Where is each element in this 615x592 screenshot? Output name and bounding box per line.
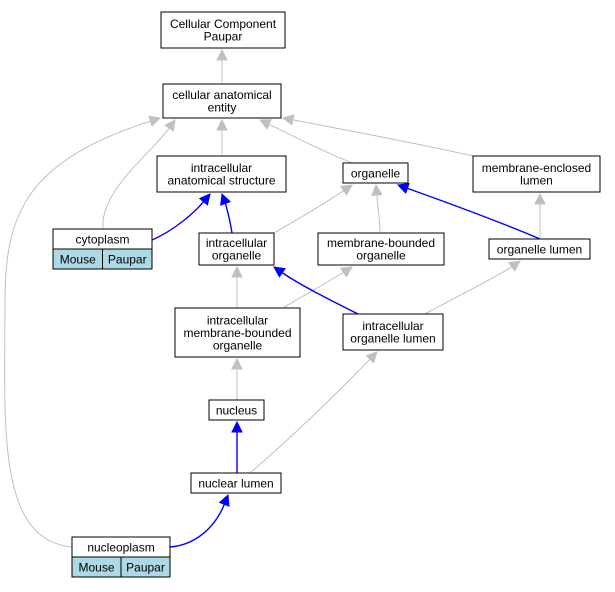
node-nucleus[interactable]: nucleus (208, 399, 265, 421)
node-mbo-box (317, 232, 445, 266)
node-io-box (198, 232, 275, 266)
node-cytoplasm-tag-0: Mouse (60, 252, 96, 266)
edge-nucleoplasm-to-cae (4, 120, 152, 548)
edge-cytoplasm-to-ias (151, 200, 205, 241)
edge-mbo-to-organelle (376, 193, 381, 234)
node-ias-box (156, 155, 287, 193)
arrowhead-nucleoplasm-to-cae (148, 115, 162, 127)
node-mel-label-line-1: lumen (520, 174, 553, 188)
node-ias-label-line-0: intracellular (191, 161, 252, 175)
node-cae-label-line-1: entity (208, 101, 237, 115)
node-mel-label-line-0: membrane-enclosed (482, 161, 591, 175)
node-organelle[interactable]: organelle (342, 162, 409, 184)
edge-nucleoplasm-to-nl (169, 503, 226, 548)
arrowhead-mel-to-cae (281, 114, 295, 126)
edge-organelle-to-cae (267, 123, 353, 164)
node-imbo-label-line-1: membrane-bounded (183, 326, 291, 340)
node-cae-label-line-0: cellular anatomical (172, 88, 271, 102)
arrowhead-io-to-organelle (340, 184, 353, 196)
node-cytoplasm-tag-1: Paupar (108, 252, 147, 266)
arrowhead-nl-to-iol (365, 351, 378, 364)
edge-cytoplasm-to-cae (102, 127, 171, 230)
node-nucleoplasm-tag-0: Mouse (78, 560, 114, 574)
edge-iol-to-ol (424, 265, 513, 315)
node-nucleus-box (208, 399, 265, 421)
node-ias-label-line-1: anatomical structure (167, 174, 275, 188)
arrowhead-mbo-to-organelle (371, 183, 383, 196)
node-nl-box (190, 472, 282, 494)
node-io-label-line-1: organelle (212, 249, 262, 263)
node-iol-label-line-0: intracellular (362, 319, 423, 333)
node-nucleoplasm-tag-1: Paupar (126, 560, 165, 574)
node-nucleus-label-line-0: nucleus (216, 403, 257, 417)
arrowhead-nl-to-nucleus (231, 420, 243, 433)
node-ol-label-line-0: organelle lumen (497, 242, 582, 256)
node-root-label-line-0: Cellular Component (170, 17, 277, 31)
edge-imbo-to-mbo (282, 271, 345, 309)
node-iol-label-line-1: organelle lumen (350, 332, 435, 346)
arrowhead-cae-to-root (216, 48, 228, 61)
node-organelle-label-line-0: organelle (351, 166, 401, 180)
node-mbo-label-line-0: membrane-bounded (327, 236, 435, 250)
arrowhead-ol-to-mel (534, 192, 546, 205)
arrowhead-ias-to-cae (216, 118, 228, 131)
node-ol-box (488, 238, 591, 260)
edge-mel-to-cae (291, 119, 479, 158)
node-nucleoplasm-tag-1-box (120, 556, 171, 578)
node-organelle-box (342, 162, 409, 184)
edge-nl-to-iol (249, 358, 372, 474)
node-io-label-line-0: intracellular (206, 236, 267, 250)
edge-io-to-organelle (273, 189, 345, 234)
arrowhead-imbo-to-io (231, 265, 243, 278)
arrowhead-cytoplasm-to-ias (198, 193, 211, 206)
node-mbo-label-line-1: organelle (356, 249, 406, 263)
edge-io-to-ias (224, 202, 233, 234)
node-ol[interactable]: organelle lumen (488, 238, 591, 260)
arrowhead-nucleoplasm-to-nl (218, 493, 230, 507)
node-nl-label-line-0: nuclear lumen (198, 476, 273, 490)
edges-layer (4, 48, 546, 548)
node-cytoplasm-tag-1-box (102, 248, 153, 270)
arrowhead-io-to-ias (220, 192, 232, 206)
arrowhead-nucleus-to-imbo (231, 357, 243, 370)
node-iol-box (342, 313, 444, 351)
node-nl[interactable]: nuclear lumen (190, 472, 282, 494)
edge-iol-to-io (281, 271, 359, 315)
arrowhead-iol-to-ol (508, 260, 521, 272)
node-cytoplasm-label-line-0: cytoplasm (75, 232, 129, 246)
node-nucleoplasm-label-line-0: nucleoplasm (87, 540, 154, 554)
arrowhead-cytoplasm-to-cae (164, 119, 176, 132)
node-imbo-label-line-2: organelle (213, 338, 263, 352)
node-imbo-label-line-0: intracellular (207, 313, 268, 327)
node-root-box (160, 11, 286, 49)
node-root-label-line-1: Paupar (204, 30, 243, 44)
arrowhead-ol-to-organelle (396, 183, 410, 195)
edge-ol-to-organelle (406, 187, 541, 240)
node-cae-box (162, 83, 282, 119)
arrowhead-imbo-to-mbo (340, 266, 353, 278)
arrowhead-organelle-to-cae (258, 119, 272, 130)
node-imbo-box (174, 307, 301, 358)
node-mel-box (472, 155, 601, 193)
arrowhead-iol-to-io (273, 266, 286, 278)
